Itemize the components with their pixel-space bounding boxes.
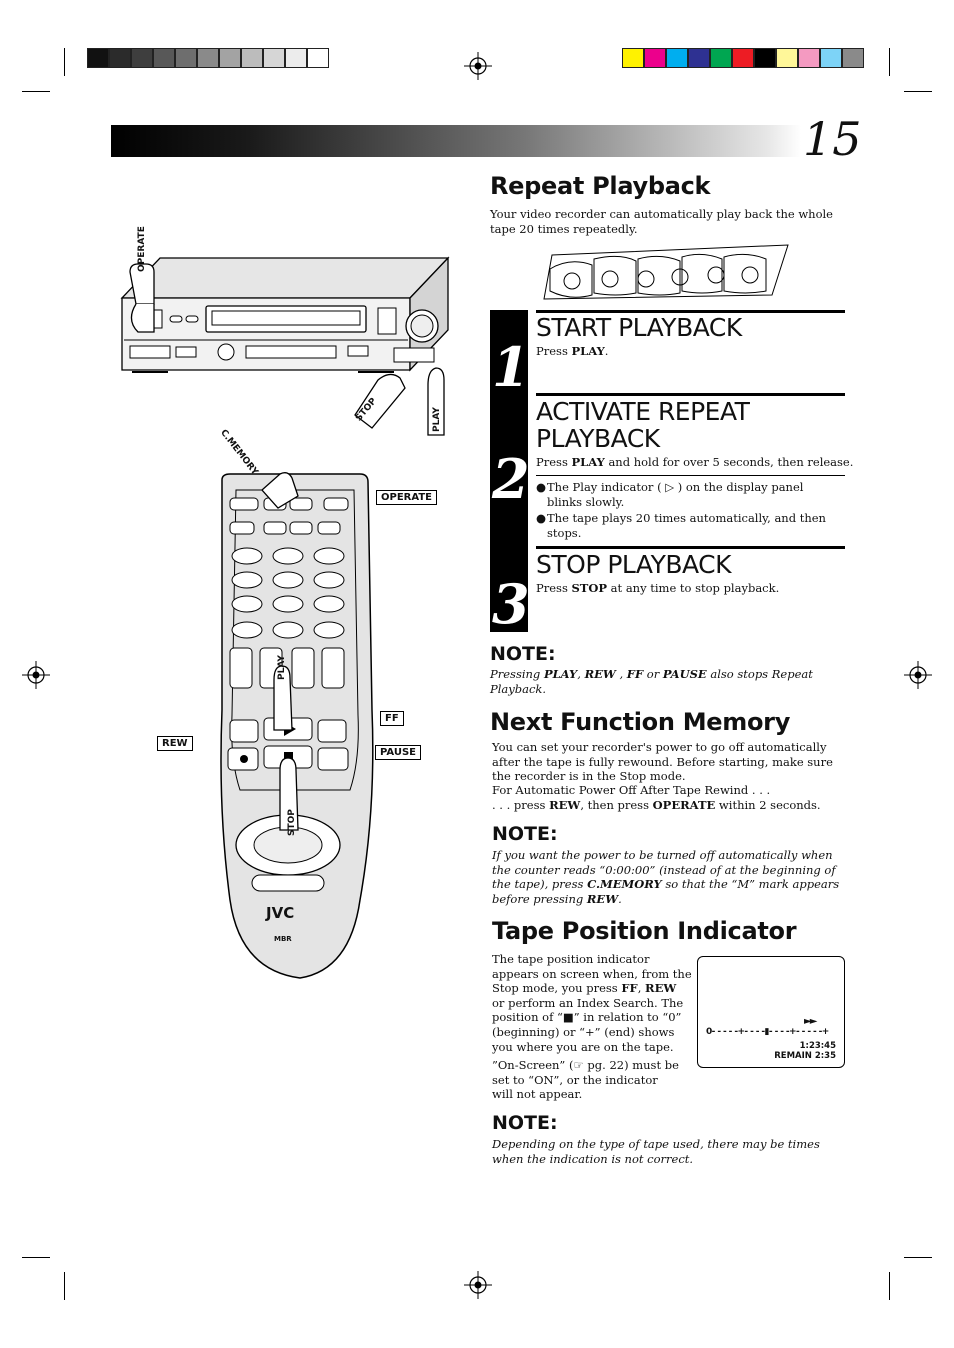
tape-counter: 1:23:45 (799, 1041, 836, 1051)
step-2-bullet: ●The tape plays 20 times automatically, … (536, 511, 826, 540)
step-1-number: 1 (492, 335, 530, 399)
step-3-number: 3 (492, 572, 530, 636)
repeating-tape-cartoon (543, 244, 789, 300)
registration-mark-icon (464, 1271, 492, 1299)
remote-rew-label: REW (157, 736, 193, 751)
step-3-rule (536, 546, 845, 549)
next-function-paragraph: You can set your recorder's power to go … (492, 740, 833, 784)
tape-position-heading: Tape Position Indicator (492, 917, 797, 945)
color-swatch (798, 48, 820, 68)
remote-stop-label: STOP (287, 809, 297, 836)
registration-mark-icon (904, 661, 932, 689)
remote-sub-logo: MBR (274, 935, 292, 943)
step-number-bar (490, 310, 528, 632)
step-3-text: Press STOP at any time to stop playback. (536, 581, 780, 595)
note-2-text: If you want the power to be turned off a… (492, 848, 840, 906)
note-3-heading: NOTE: (492, 1112, 558, 1134)
remote-control-illustration (220, 472, 374, 979)
header-gradient-bar (111, 125, 801, 157)
crop-mark (889, 48, 890, 76)
remote-brand-logo: JVC (266, 904, 295, 922)
fast-forward-icon: ►► (804, 1016, 817, 1027)
color-swatch (842, 48, 864, 68)
color-swatch (754, 48, 776, 68)
crop-mark (22, 91, 50, 92)
vcr-illustration (120, 256, 450, 436)
color-swatch (688, 48, 710, 68)
repeat-playback-heading: Repeat Playback (490, 172, 711, 200)
tape-remain: REMAIN 2:35 (774, 1051, 836, 1061)
step-2-text: Press PLAY and hold for over 5 seconds, … (536, 455, 854, 469)
gray-swatch (219, 48, 241, 68)
crop-mark (64, 1272, 65, 1300)
step-1-text: Press PLAY. (536, 344, 609, 358)
crop-mark (904, 1257, 932, 1258)
repeat-playback-intro: Your video recorder can automatically pl… (490, 207, 833, 236)
note-3-text: Depending on the type of tape used, ther… (492, 1137, 820, 1166)
color-swatch (820, 48, 842, 68)
crop-mark (64, 48, 65, 76)
remote-pause-label: PAUSE (375, 745, 421, 760)
registration-mark-icon (22, 661, 50, 689)
gray-swatch (175, 48, 197, 68)
color-swatch (776, 48, 798, 68)
gray-swatch (109, 48, 131, 68)
gray-swatch (307, 48, 329, 68)
step-2-divider (536, 475, 845, 476)
gray-swatch (197, 48, 219, 68)
color-swatch (732, 48, 754, 68)
remote-play-label: PLAY (277, 655, 287, 680)
color-swatch (710, 48, 732, 68)
tape-position-onscreen-note: ”On-Screen” (☞ pg. 22) must be set to “O… (492, 1058, 679, 1102)
registration-mark-icon (464, 52, 492, 80)
step-2-rule (536, 393, 845, 396)
next-function-heading: Next Function Memory (490, 708, 791, 736)
gray-swatch (285, 48, 307, 68)
gray-swatch (153, 48, 175, 68)
color-swatch (622, 48, 644, 68)
remote-operate-label: OPERATE (376, 490, 437, 505)
tape-position-screen: ►► 0- - - - -+- - - -▮- - - -+- - - - -+… (697, 956, 845, 1068)
vcr-operate-label: OPERATE (137, 226, 147, 272)
step-2-number: 2 (492, 447, 530, 511)
gray-swatch (131, 48, 153, 68)
next-function-steps: . . . press REW, then press OPERATE with… (492, 798, 821, 812)
tape-position-scale: 0- - - - -+- - - -▮- - - -+- - - - -+ (706, 1027, 829, 1037)
next-function-instruction: For Automatic Power Off After Tape Rewin… (492, 783, 771, 797)
gray-swatch (241, 48, 263, 68)
step-2-bullet: ●The Play indicator ( ▷ ) on the display… (536, 480, 804, 509)
remote-ff-label: FF (380, 711, 404, 726)
gray-swatch (263, 48, 285, 68)
tape-position-paragraph: The tape position indicator appears on s… (492, 952, 692, 1054)
note-2-heading: NOTE: (492, 823, 558, 845)
crop-mark (22, 1257, 50, 1258)
crop-mark (904, 91, 932, 92)
color-swatch (644, 48, 666, 68)
note-1-heading: NOTE: (490, 643, 556, 665)
note-1-text: Pressing PLAY, REW , FF or PAUSE also st… (490, 667, 813, 696)
step-1-title: START PLAYBACK (536, 313, 742, 342)
step-3-title: STOP PLAYBACK (536, 550, 732, 579)
color-swatch (666, 48, 688, 68)
crop-mark (889, 1272, 890, 1300)
gray-swatch (87, 48, 109, 68)
vcr-play-label: PLAY (432, 407, 442, 432)
step-1-rule (536, 310, 845, 313)
page-number: 15 (803, 112, 862, 166)
